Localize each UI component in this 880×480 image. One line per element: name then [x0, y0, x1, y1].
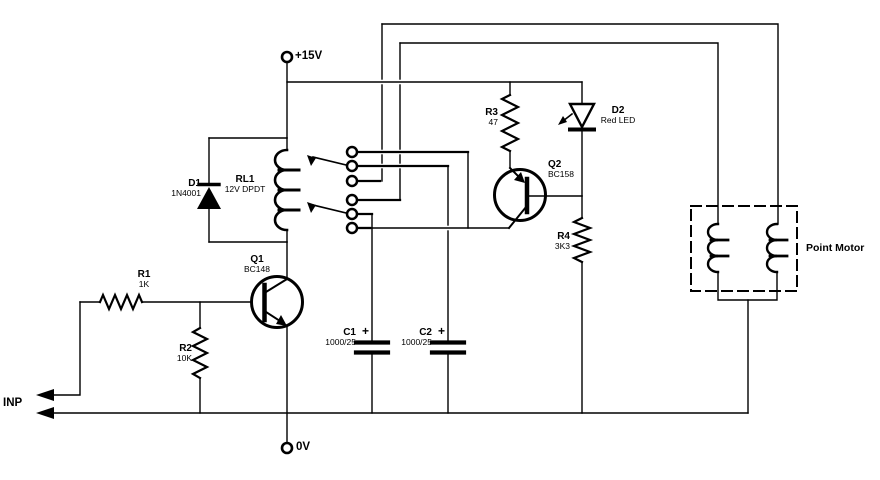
pole2-blade [307, 202, 347, 214]
ground-terminal [280, 441, 294, 455]
transistor-q1 [250, 275, 304, 444]
motor-coil-left [706, 222, 730, 274]
c1-value: 1000/25 [325, 337, 356, 347]
r3-value: 47 [488, 117, 498, 127]
rl1-name: RL1 [235, 174, 255, 185]
q2-label: Q2 BC158 [548, 160, 620, 179]
d2-name: D2 [611, 105, 625, 116]
c2-name: C2 [419, 327, 432, 338]
motor-coil-right [765, 222, 789, 274]
d1-value: 1N4001 [171, 188, 201, 198]
input-label: INP [3, 397, 23, 409]
d1-label: D1 1N4001 [129, 179, 201, 198]
supply-label: +15V [295, 50, 323, 62]
contact-5 [345, 207, 359, 221]
c1-label: C1 1000/25 [284, 328, 356, 347]
resistor-r2 [190, 301, 210, 414]
resistor-r3 [499, 81, 521, 169]
q1-label: Q1 BC148 [221, 255, 293, 274]
r2-value: 10K [176, 353, 192, 363]
contact-6 [345, 221, 359, 235]
rl1-value: 12V DPDT [224, 184, 266, 194]
input-wiring [36, 301, 749, 419]
resistor-r4 [570, 195, 594, 414]
input-arrow-bottom [36, 407, 54, 419]
contact-4 [345, 193, 359, 207]
ground-terminal-circle [280, 441, 294, 455]
capacitor-c1 [353, 227, 391, 414]
r2-name: R2 [179, 343, 192, 354]
power-wiring [208, 50, 583, 281]
c2-polarity: + [438, 324, 446, 338]
contact-2 [345, 159, 359, 173]
relay-coil-rl1 [273, 137, 301, 243]
q2-name: Q2 [548, 159, 562, 170]
pole1-blade [307, 155, 347, 166]
contact-routing [369, 23, 779, 342]
point-motor [690, 205, 798, 414]
d2-label: D2 Red LED [582, 106, 654, 125]
rl1-label: RL1 12V DPDT [209, 175, 281, 194]
input-arrow-top [36, 389, 54, 401]
r4-name: R4 [557, 231, 570, 242]
q2-value: BC158 [548, 169, 574, 179]
q1-name: Q1 [250, 254, 264, 265]
r4-label: R4 3K3 [498, 232, 570, 251]
r1-name: R1 [137, 269, 151, 280]
supply-terminal-circle [280, 50, 294, 64]
c2-value: 1000/25 [401, 337, 432, 347]
led-emission-arrow [558, 112, 574, 125]
point-motor-label: Point Motor [806, 242, 865, 254]
r2-label: R2 10K [120, 344, 192, 363]
contact-1 [345, 145, 359, 159]
c2-label: C2 1000/25 [360, 328, 432, 347]
c1-polarity: + [362, 324, 370, 338]
r3-name: R3 [485, 107, 498, 118]
ground-label: 0V [296, 441, 311, 453]
r4-value: 3K3 [554, 241, 570, 251]
d2-value: Red LED [600, 115, 636, 125]
resistor-r1 [79, 292, 254, 312]
r1-label: R1 1K [108, 270, 180, 289]
c1-name: C1 [343, 327, 356, 338]
relay-contacts [307, 145, 470, 235]
transistor-q2 [493, 166, 583, 230]
diode-d1 [197, 137, 221, 243]
r3-label: R3 47 [426, 108, 498, 127]
capacitor-c2 [429, 340, 467, 414]
q1-value: BC148 [244, 264, 270, 274]
d1-name: D1 [188, 178, 201, 189]
led-d2 [558, 81, 596, 197]
r1-value: 1K [138, 279, 150, 289]
contact-3 [345, 174, 359, 188]
